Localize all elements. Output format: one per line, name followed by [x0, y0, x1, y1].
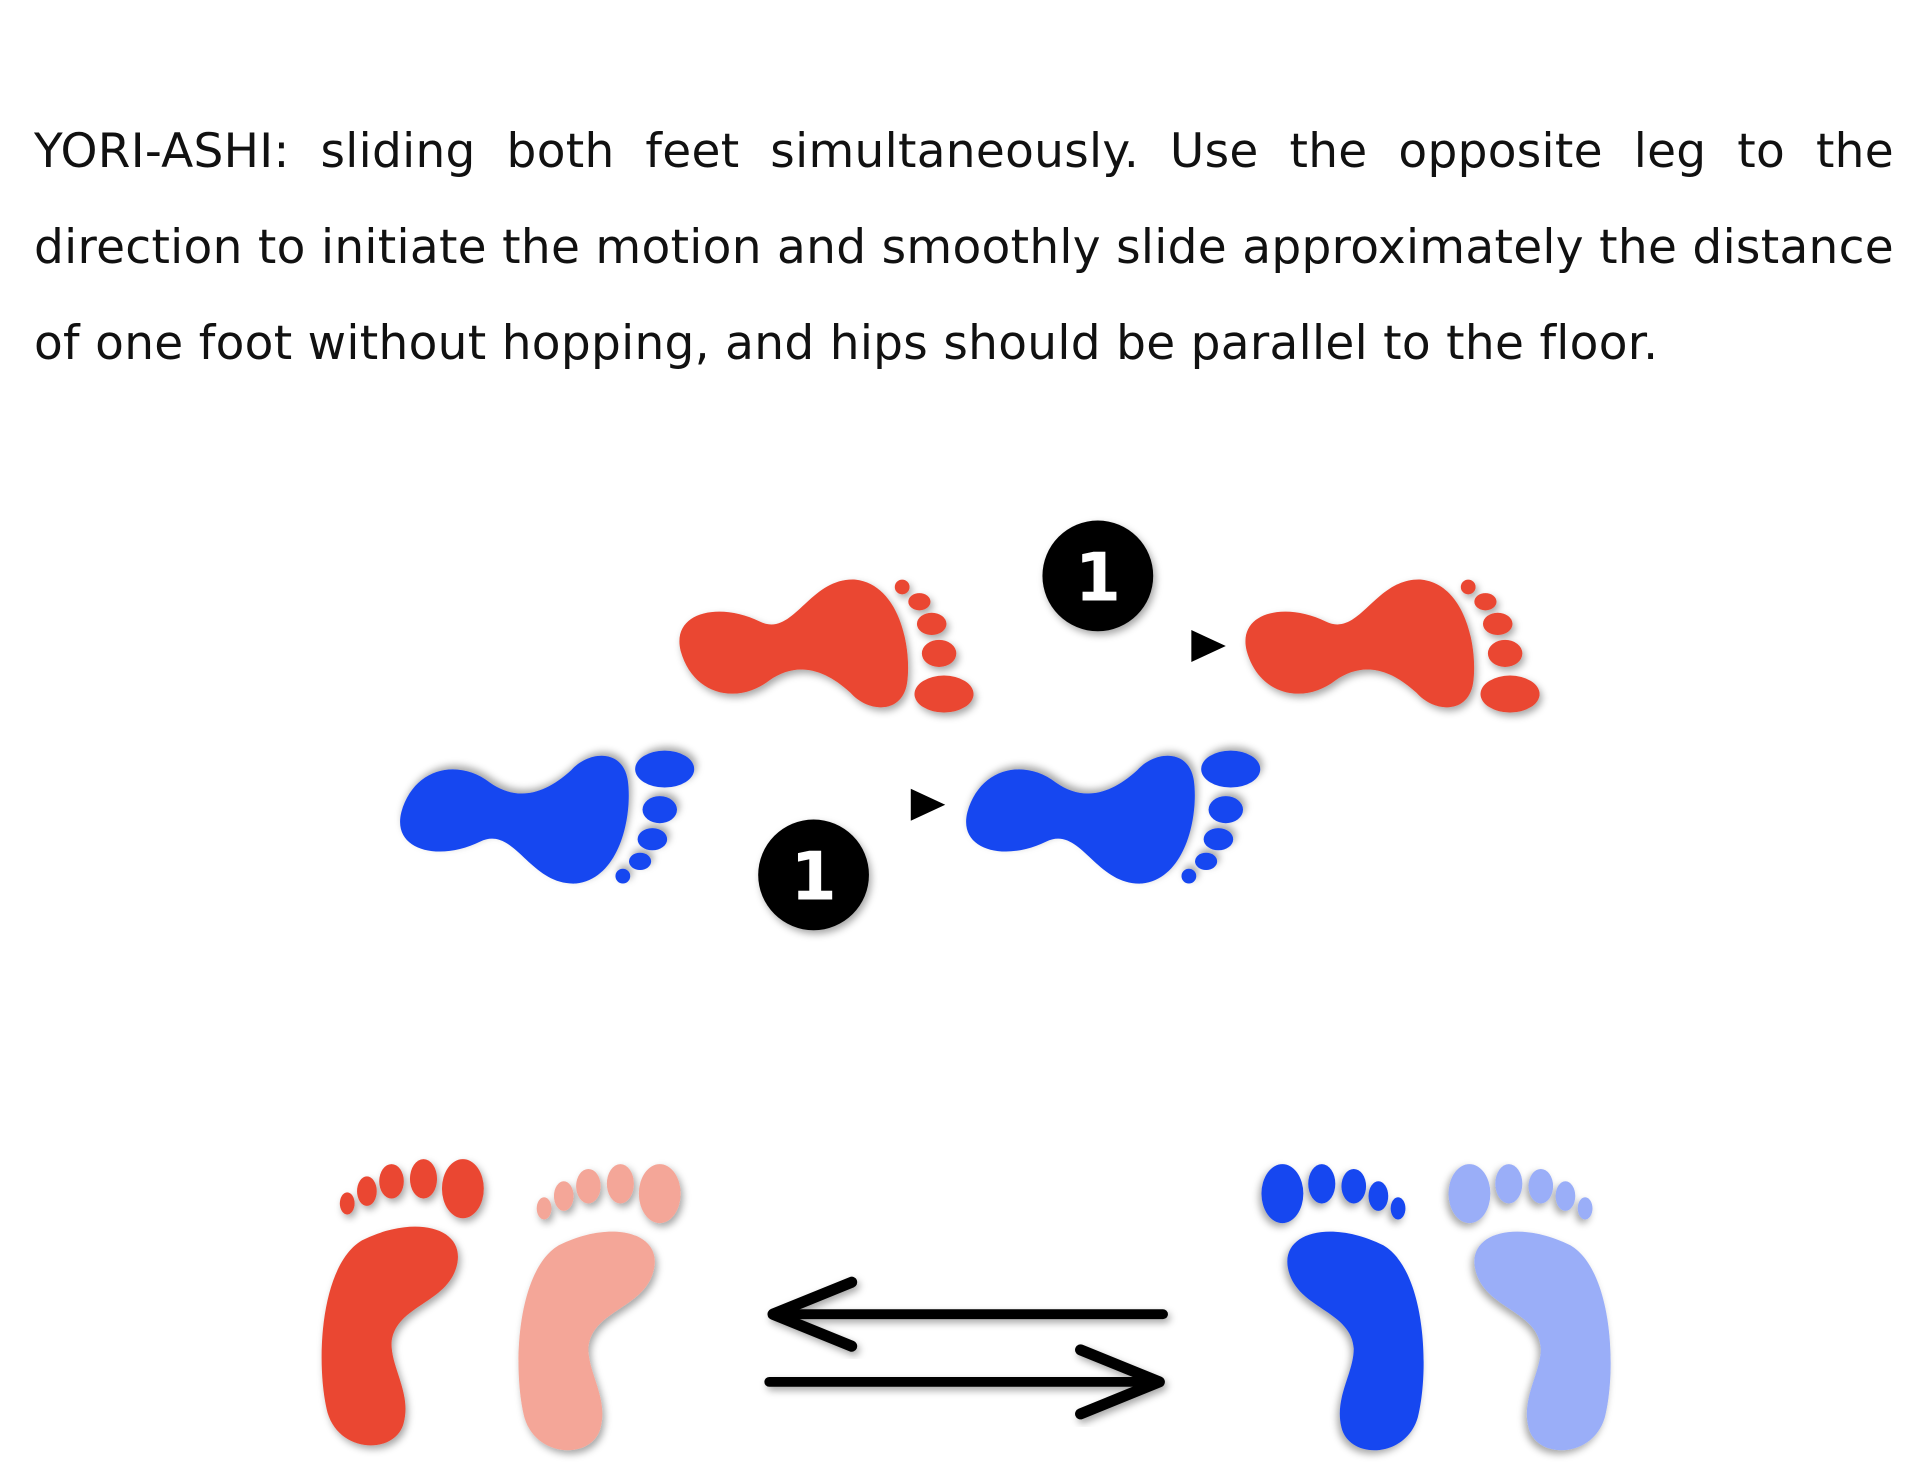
blue-slide-arrow [689, 788, 946, 821]
yori-ashi-description: YORI-ASHI: sliding both feet simultaneou… [34, 124, 1894, 371]
blue-foot-end-icon [966, 750, 1261, 884]
right-arrow [764, 1344, 1165, 1420]
red-slide-arrow [972, 630, 1226, 663]
red-foot-vertical-icon [321, 1159, 484, 1446]
blue-foot-start-icon [400, 750, 695, 884]
blue-foot-light-vertical-icon [1448, 1164, 1611, 1451]
red-foot-end-icon [1245, 579, 1540, 713]
step-badge-bottom: 1 [758, 819, 869, 931]
left-arrow [767, 1276, 1168, 1352]
step-number-top: 1 [1075, 538, 1121, 616]
step-number-bottom: 1 [790, 838, 836, 916]
red-foot-light-vertical-icon [518, 1164, 681, 1451]
blue-foot-vertical-icon [1261, 1164, 1424, 1451]
step-badge-top: 1 [1042, 520, 1154, 632]
red-foot-start-icon [679, 579, 974, 713]
